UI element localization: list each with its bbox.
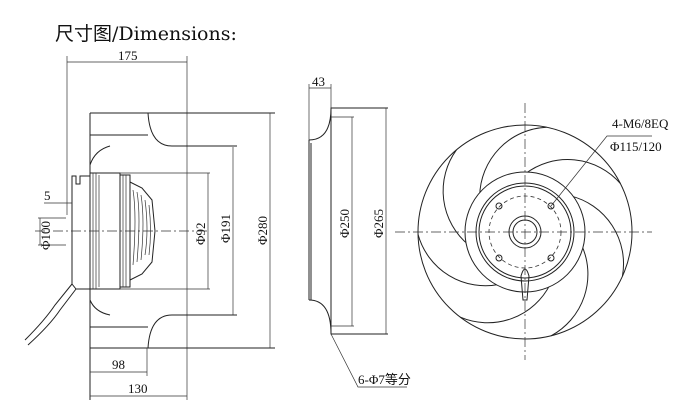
dim-130: 130	[128, 381, 148, 396]
blade	[479, 126, 547, 196]
dim-phi100: Φ100	[38, 221, 53, 250]
dim-phi250: Φ250	[337, 209, 352, 238]
blade	[524, 159, 621, 184]
dim-5: 5	[44, 188, 51, 203]
bolt-hole	[547, 202, 555, 210]
drawing-title: 尺寸图/Dimensions:	[55, 23, 237, 45]
bolt-hole	[495, 202, 503, 210]
blade	[459, 284, 551, 324]
dim-43: 43	[312, 74, 325, 89]
dim-phi191: Φ191	[218, 214, 233, 243]
dim-phi280: Φ280	[255, 216, 270, 245]
dim-phi265: Φ265	[371, 209, 386, 238]
bolt-circle-label: Φ115/120	[610, 139, 662, 154]
bolt-spec-label: 4-M6/8EQ	[612, 116, 669, 131]
bolt-hole	[495, 254, 503, 262]
blade	[417, 234, 500, 287]
inlet-ring-view: 43 Φ250 Φ265 6-Φ7等分	[308, 74, 411, 388]
side-view: 175 Φ191 Φ280 Φ92 5 Φ100	[24, 48, 275, 400]
front-view: 4-M6/8EQ Φ115/120	[395, 103, 669, 360]
cable-outlet	[520, 268, 530, 301]
blade	[442, 149, 469, 246]
blades	[417, 126, 625, 337]
dim-175: 175	[118, 48, 138, 63]
bolt-hole	[547, 254, 555, 262]
dim-98: 98	[112, 357, 125, 372]
mounting-holes-label: 6-Φ7等分	[358, 372, 411, 387]
dim-phi92: Φ92	[193, 222, 208, 245]
blade	[570, 195, 625, 277]
blade	[550, 244, 589, 337]
